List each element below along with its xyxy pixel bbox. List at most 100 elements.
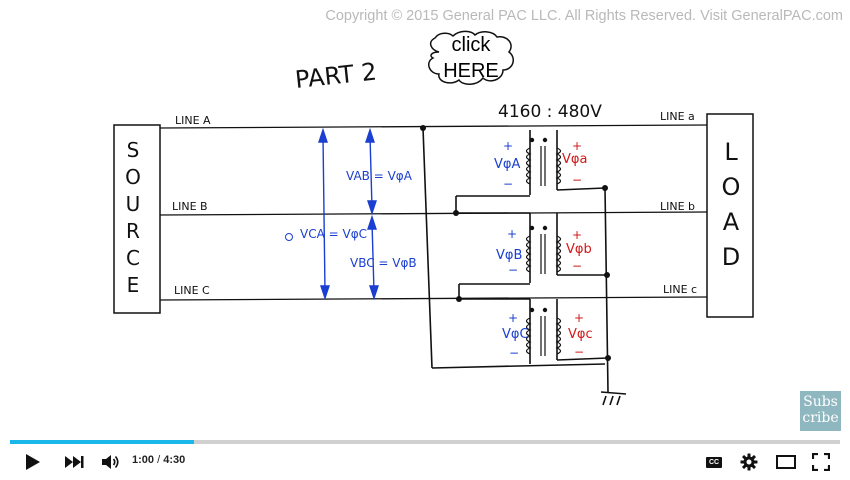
line-a xyxy=(159,124,708,129)
plus-prim-b: + xyxy=(507,227,517,241)
click-here-button[interactable]: click HERE xyxy=(425,30,517,90)
minus-sec-c: − xyxy=(574,345,584,359)
line-label-a: LINE A xyxy=(175,114,211,127)
minus-prim-a: − xyxy=(503,177,513,191)
arrow-vca-head-bottom xyxy=(320,285,330,301)
source-letter: R xyxy=(126,219,140,243)
minus-prim-b: − xyxy=(508,263,518,277)
primary-coil xyxy=(525,147,532,185)
load-letter: A xyxy=(723,208,740,236)
prim-label-a: VφA xyxy=(494,157,520,172)
arrow-vca xyxy=(322,135,326,293)
arrow-vbc xyxy=(371,221,375,293)
polarity-dot xyxy=(529,307,535,313)
polarity-dot xyxy=(529,137,535,143)
plus-prim-c: + xyxy=(508,311,518,325)
secondary-coil xyxy=(555,317,562,355)
fullscreen-button[interactable] xyxy=(810,444,832,480)
load-letter: D xyxy=(722,243,740,271)
prim-label-c: VφC xyxy=(502,327,529,342)
next-button[interactable] xyxy=(63,444,87,480)
volume-icon xyxy=(102,455,119,469)
captions-button[interactable]: CC xyxy=(704,444,724,480)
source-letter: O xyxy=(125,165,141,189)
play-button[interactable] xyxy=(22,444,44,480)
click-text: click xyxy=(451,34,491,56)
part-title: PART 2 xyxy=(294,58,378,94)
video-frame[interactable]: Copyright © 2015 General PAC LLC. All Ri… xyxy=(0,0,850,438)
settings-button[interactable] xyxy=(739,444,759,480)
progress-track xyxy=(10,440,840,444)
sec-label-a: Vφa xyxy=(562,152,587,167)
line-label-b: LINE B xyxy=(172,200,208,213)
volume-button[interactable] xyxy=(100,444,122,480)
line-b xyxy=(159,211,708,216)
transformer-windings xyxy=(525,137,562,356)
v-ca-label: VCA = VφC xyxy=(300,227,367,241)
source-letter: S xyxy=(127,138,140,162)
gear-icon xyxy=(740,453,758,471)
load-letter: O xyxy=(722,173,741,201)
line-label-right-c: LINE c xyxy=(663,283,697,296)
arrow-vab xyxy=(369,135,373,209)
load-box xyxy=(706,113,754,318)
load-letter: L xyxy=(724,138,738,166)
source-letter: E xyxy=(127,273,140,297)
subscribe-line1: Subs xyxy=(803,394,838,410)
theater-mode-icon xyxy=(776,455,796,469)
v-bc-label: VBC = VφB xyxy=(350,256,417,270)
primary-coil xyxy=(525,235,532,273)
source-box xyxy=(113,124,161,314)
source-letter: C xyxy=(126,246,140,270)
theater-mode-button[interactable] xyxy=(775,444,797,480)
arrow-vbc-head-top xyxy=(367,214,377,230)
arrow-vca-head-top xyxy=(318,127,328,143)
primary-coil xyxy=(525,317,532,355)
line-label-right-b: LINE b xyxy=(660,200,695,213)
line-label-c: LINE C xyxy=(174,284,210,297)
play-icon xyxy=(26,454,40,470)
source-letter: U xyxy=(126,192,141,216)
polarity-dot xyxy=(542,307,548,313)
subscribe-button[interactable]: Subs cribe xyxy=(800,391,841,431)
minus-sec-b: − xyxy=(572,259,582,273)
fullscreen-icon xyxy=(812,453,830,471)
line-c xyxy=(159,296,708,301)
sec-label-c: Vφc xyxy=(568,327,593,342)
plus-sec-b: + xyxy=(572,228,582,242)
polarity-dot xyxy=(542,225,548,231)
polarity-dot xyxy=(529,225,535,231)
arrow-vab-head-bottom xyxy=(367,200,377,216)
copyright-text: Copyright © 2015 General PAC LLC. All Ri… xyxy=(325,8,843,24)
skip-next-icon xyxy=(65,456,84,468)
arrow-vab-head-top xyxy=(365,127,375,143)
plus-prim-a: + xyxy=(503,139,513,153)
closed-captions-icon: CC xyxy=(706,456,722,468)
prim-label-b: VφB xyxy=(496,248,522,263)
sec-label-b: Vφb xyxy=(566,242,592,257)
current-time: 1:00 xyxy=(132,454,155,466)
secondary-coil xyxy=(555,147,562,185)
polarity-dot xyxy=(542,137,548,143)
line-label-right-a: LINE a xyxy=(660,110,695,123)
v-ab-label: VAB = VφA xyxy=(346,169,413,183)
pen-cursor-icon xyxy=(285,233,293,241)
plus-sec-a: + xyxy=(572,139,582,153)
time-display: 1:00 / 4:30 xyxy=(132,454,185,466)
progress-bar[interactable] xyxy=(10,438,840,444)
ratio-label: 4160 : 480V xyxy=(498,102,602,122)
minus-sec-a: − xyxy=(572,173,582,187)
duration: 4:30 xyxy=(163,454,186,466)
time-separator: / xyxy=(154,454,164,466)
progress-fill xyxy=(10,440,195,444)
minus-prim-c: − xyxy=(509,346,519,360)
plus-sec-c: + xyxy=(574,311,584,325)
cloud-icon xyxy=(428,30,514,85)
arrow-vbc-head-bottom xyxy=(369,285,379,301)
subscribe-line2: cribe xyxy=(802,410,839,426)
player-controls: 1:00 / 4:30 CC xyxy=(0,444,850,480)
here-text: HERE xyxy=(443,60,499,82)
